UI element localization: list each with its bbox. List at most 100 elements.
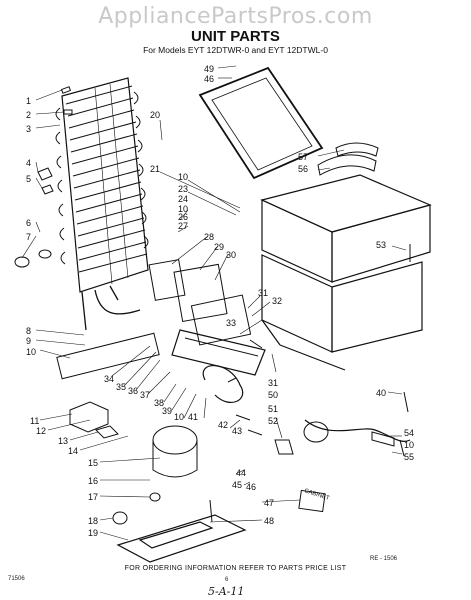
page-title: UNIT PARTS	[191, 28, 280, 45]
callout-36: 36	[128, 386, 138, 396]
callout-8: 8	[26, 326, 31, 336]
callout-34: 34	[104, 374, 114, 384]
callout-7: 7	[26, 232, 31, 242]
callout-42: 42	[218, 420, 228, 430]
terminal-box-47	[298, 489, 326, 513]
callout-1: 1	[26, 96, 31, 106]
callout-38: 38	[154, 398, 164, 408]
callout-33: 33	[226, 318, 236, 328]
bracket-11	[69, 401, 109, 433]
callout-4: 4	[26, 158, 31, 168]
callout-2: 2	[26, 110, 31, 120]
callout-29: 29	[214, 242, 224, 252]
callout-31: 31	[258, 288, 268, 298]
callout-10e: 10	[404, 440, 414, 450]
bracket-54	[371, 431, 395, 447]
callout-10b: 10	[178, 172, 188, 182]
callout-10: 10	[26, 347, 36, 357]
grommet-7b	[38, 249, 52, 259]
callout-48: 48	[264, 516, 274, 526]
callout-35: 35	[116, 382, 126, 392]
liner-clip-56	[317, 154, 377, 176]
control-plate-28	[148, 259, 186, 301]
screw-2	[63, 109, 73, 115]
callouts-center: 20 21 10 23 24 10 26 27 28 29 30 31 32 3…	[104, 110, 282, 526]
callout-49: 49	[204, 64, 214, 74]
refrigerant-tube	[81, 285, 141, 331]
callout-10c: 10	[178, 204, 188, 214]
liner-clip-57	[335, 142, 379, 157]
callout-28: 28	[204, 232, 214, 242]
callout-41: 41	[188, 412, 198, 422]
cabinet	[260, 174, 432, 371]
callout-43: 43	[232, 426, 242, 436]
callout-11: 11	[30, 416, 39, 426]
grommet-7	[14, 256, 30, 268]
callout-27: 27	[178, 221, 188, 231]
callout-3: 3	[26, 124, 31, 134]
callout-46b: 46	[246, 482, 256, 492]
grommet-18	[112, 511, 128, 525]
callouts-right: 49 46 57 56 53 40 31 50 51 52 54 10 55	[204, 64, 414, 462]
callout-30: 30	[226, 250, 236, 260]
callout-17: 17	[88, 492, 98, 502]
relay-52	[274, 439, 294, 455]
control-box-30	[173, 263, 228, 323]
callouts-left: 1 2 3 4 5 6 7 8 9 10 11 12 13 14 15 16 1…	[26, 96, 98, 538]
callout-57: 57	[298, 152, 308, 162]
callout-23: 23	[178, 184, 188, 194]
handwritten-note: 5-A-11	[208, 585, 245, 598]
page-number: 6	[225, 577, 229, 583]
callout-15: 15	[88, 458, 98, 468]
callout-13: 13	[58, 436, 68, 446]
callout-45: 45	[232, 480, 242, 490]
callout-53: 53	[376, 240, 386, 250]
callout-32: 32	[272, 296, 282, 306]
callout-14: 14	[68, 446, 78, 456]
publication-code: 71506	[8, 576, 25, 582]
evaporator-coil	[55, 77, 149, 293]
condenser-loop	[202, 365, 244, 403]
compressor	[152, 425, 198, 455]
callout-6: 6	[26, 218, 31, 228]
grommet-16	[149, 492, 161, 502]
compressor-base	[116, 514, 247, 563]
relay-13	[95, 425, 119, 439]
callout-55: 55	[404, 452, 414, 462]
door-gasket	[198, 66, 324, 180]
page-subtitle: For Models EYT 12DTWR-0 and EYT 12DTWL-0	[143, 45, 328, 55]
insulation-32	[190, 294, 252, 346]
callout-46: 46	[204, 74, 214, 84]
cabinet-label: CABINET	[303, 488, 330, 502]
callout-31b: 31	[268, 378, 278, 388]
callout-26: 26	[178, 212, 188, 222]
callout-56: 56	[298, 164, 308, 174]
cord-coil	[303, 421, 329, 443]
callout-39: 39	[162, 406, 172, 416]
clip-5	[37, 167, 54, 195]
callout-24: 24	[178, 194, 188, 204]
callout-50: 50	[268, 390, 278, 400]
callout-18: 18	[88, 516, 98, 526]
callout-47: 47	[264, 498, 274, 508]
callout-20: 20	[150, 110, 160, 120]
callout-21: 21	[150, 164, 160, 174]
callout-9: 9	[26, 336, 31, 346]
ordering-note: FOR ORDERING INFORMATION REFER TO PARTS …	[124, 565, 347, 572]
callout-5: 5	[26, 174, 31, 184]
callout-52: 52	[268, 416, 278, 426]
callout-12: 12	[36, 426, 46, 436]
screw-1	[60, 86, 72, 94]
fan-shroud	[171, 329, 266, 376]
watermark: AppliancePartsPros.com	[98, 4, 373, 29]
drain-trough	[56, 332, 160, 380]
callout-19: 19	[88, 528, 98, 538]
callout-37: 37	[140, 390, 150, 400]
callout-16: 16	[88, 476, 98, 486]
callout-51: 51	[268, 404, 278, 414]
leader-lines	[21, 65, 407, 541]
callout-54: 54	[404, 428, 414, 438]
drawing-code: RE - 1506	[370, 556, 398, 562]
callout-40: 40	[376, 388, 386, 398]
